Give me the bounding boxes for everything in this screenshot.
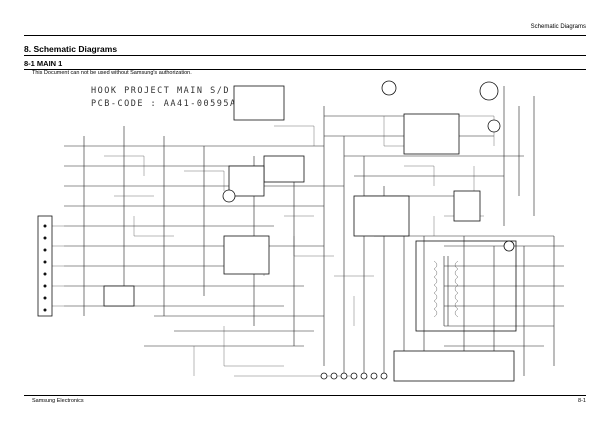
footer-page-number: 8-1 <box>578 398 586 404</box>
schematic-title-line2: PCB-CODE : AA41-00595A <box>91 99 237 109</box>
schematic-connector <box>37 215 53 317</box>
section-title: 8. Schematic Diagrams <box>24 44 118 54</box>
schematic-wiring <box>49 86 564 377</box>
schematic-bottom-connector <box>320 372 388 380</box>
subsection-title: 8-1 MAIN 1 <box>24 59 63 68</box>
schematic-title-line1: HOOK PROJECT MAIN S/D <box>91 86 230 96</box>
subsection-rule <box>24 69 586 70</box>
schematic-diagram: HOOK PROJECT MAIN S/D PCB-CODE : AA41-00… <box>37 80 564 382</box>
footer-company: Samsung Electronics <box>32 398 84 404</box>
schematic-components <box>103 80 517 382</box>
footer-rule <box>24 395 586 396</box>
schematic-transformer <box>433 256 459 326</box>
header-chapter-label: Schematic Diagrams <box>530 24 586 30</box>
section-rule <box>24 55 586 56</box>
authorization-notice: This Document can not be used without Sa… <box>32 70 192 76</box>
header-rule <box>24 35 586 36</box>
